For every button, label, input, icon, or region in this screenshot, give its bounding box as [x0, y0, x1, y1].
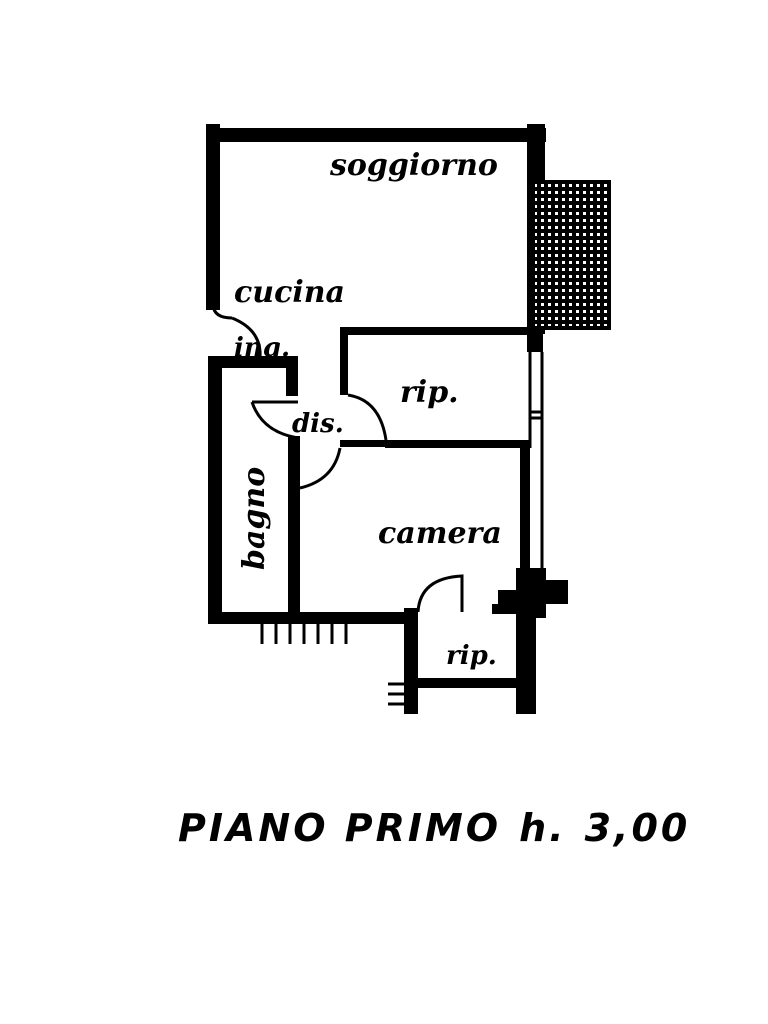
- caption-height-value: 3,00: [584, 806, 691, 850]
- caption-height-label: h.: [519, 806, 567, 850]
- room-label-ripostiglio-top: rip.: [400, 375, 459, 410]
- plan-caption: PIANO PRIMO h. 3,00: [178, 806, 708, 850]
- room-label-ingresso: ing.: [234, 333, 290, 363]
- room-label-bagno: bagno: [237, 467, 272, 570]
- room-label-cucina: cucina: [234, 275, 345, 310]
- room-label-soggiorno: soggiorno: [329, 148, 498, 183]
- caption-floor: PIANO PRIMO: [178, 806, 502, 850]
- thin-lines: [211, 304, 544, 706]
- room-label-camera: camera: [378, 516, 502, 551]
- balcony: [531, 180, 611, 330]
- room-label-ripostiglio-bottom: rip.: [446, 641, 497, 671]
- room-label-disimpegno: dis.: [292, 409, 344, 439]
